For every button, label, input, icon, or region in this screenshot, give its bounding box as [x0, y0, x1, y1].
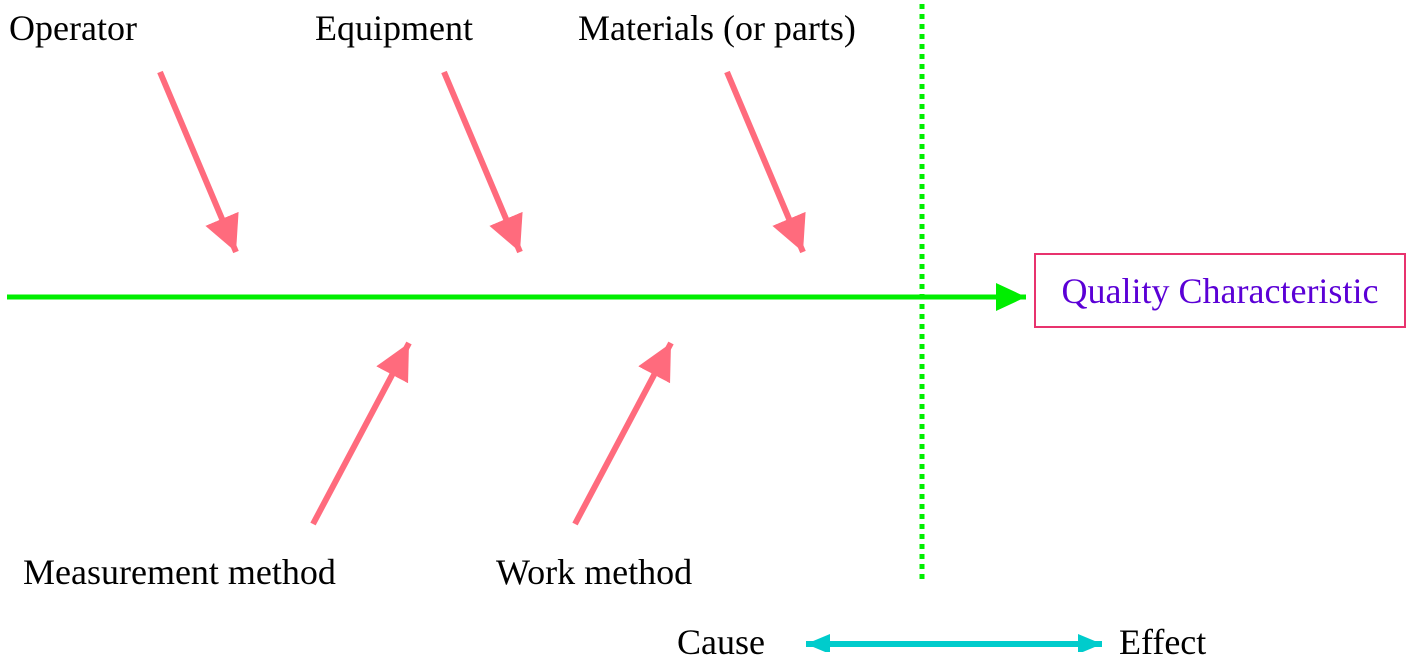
bone-arrow-materials: [724, 70, 806, 254]
cause-label-materials: Materials (or parts): [578, 8, 856, 48]
bone-arrow-measurement-method: [310, 341, 412, 526]
bone-arrow-work-method: [572, 341, 674, 526]
effect-label: Quality Characteristic: [1061, 270, 1379, 311]
cause-label-measurement-method: Measurement method: [23, 552, 336, 592]
effect-box: Quality Characteristic: [1034, 253, 1406, 328]
legend-effect-label: Effect: [1119, 622, 1207, 662]
bone-arrow-equipment: [441, 70, 523, 254]
cause-label-equipment: Equipment: [315, 8, 473, 48]
legend-cause-label: Cause: [677, 622, 765, 662]
cause-label-operator: Operator: [9, 8, 137, 48]
bone-arrow-operator: [157, 70, 239, 254]
cause-label-work-method: Work method: [496, 552, 693, 592]
